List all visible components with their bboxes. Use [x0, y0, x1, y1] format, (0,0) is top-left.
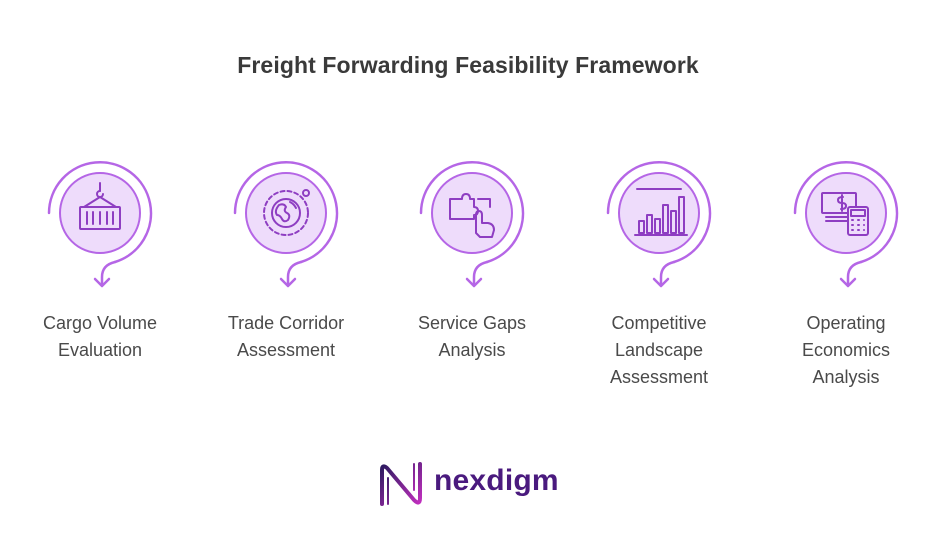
step-ring: [233, 161, 339, 288]
brand-logo: nexdigm: [376, 460, 576, 510]
step-label: Operating Economics Analysis: [801, 313, 891, 387]
page-title: Freight Forwarding Feasibility Framework: [237, 52, 699, 78]
step-ring: [47, 161, 153, 288]
step-label: Service Gaps Analysis: [417, 313, 527, 360]
money-calculator-icon: [821, 192, 869, 236]
step-ring: [606, 161, 712, 288]
step-ring: [419, 161, 525, 288]
nexdigm-logo-icon: [380, 462, 422, 506]
step-label: Cargo Volume Evaluation: [42, 313, 158, 360]
globe-icon: [263, 189, 310, 236]
step-label: Competitive Landscape Assessment: [609, 313, 709, 387]
bar-chart-icon: [634, 188, 688, 236]
puzzle-hand-icon: [449, 193, 495, 238]
brand-name: nexdigm: [434, 464, 559, 497]
framework-steps: Cargo Volume Evaluation Trade Corridor A…: [42, 161, 899, 387]
step-label: Trade Corridor Assessment: [227, 313, 345, 360]
step-ring: [793, 161, 899, 288]
cargo-crane-icon: [79, 182, 121, 230]
